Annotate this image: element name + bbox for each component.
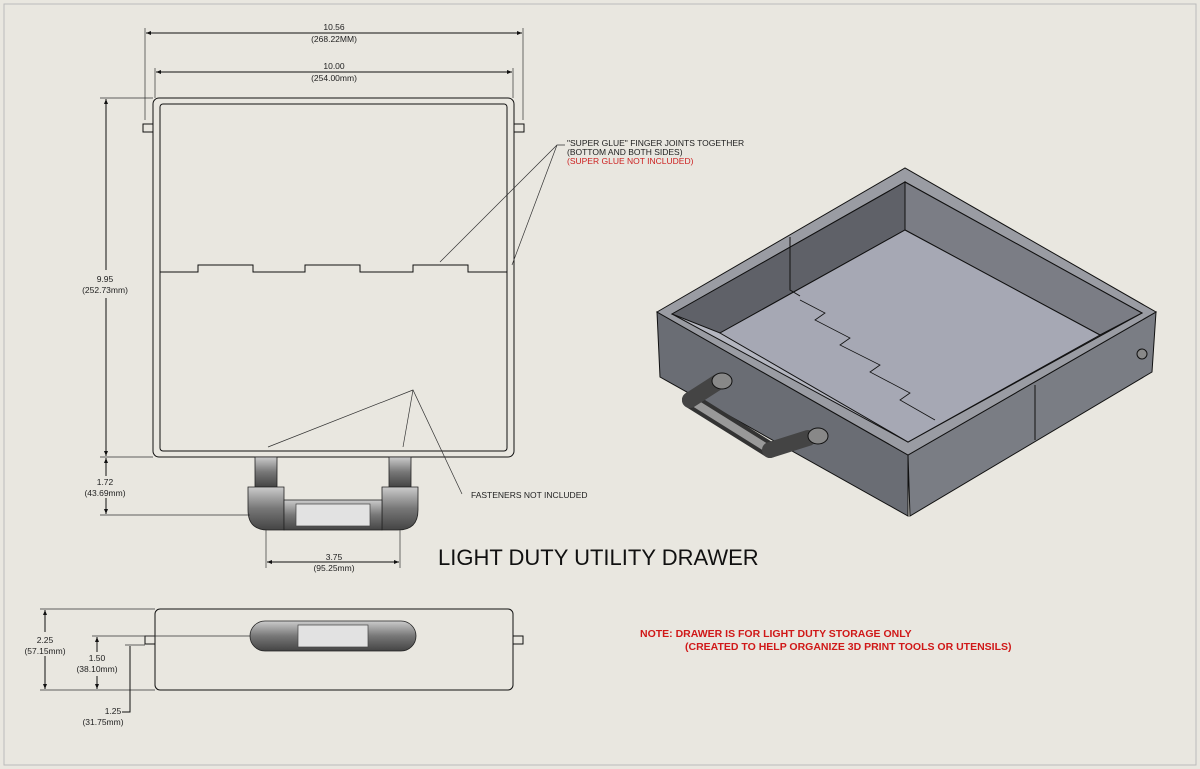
isometric-handle xyxy=(682,372,829,458)
isometric-view xyxy=(655,167,1158,517)
right-pin xyxy=(513,123,525,133)
dim-handle-projection-mm: (43.69mm) xyxy=(84,488,125,498)
glue-callout-line3: (SUPER GLUE NOT INCLUDED) xyxy=(567,156,694,166)
dim-pin-height: 1.25 xyxy=(105,706,122,716)
dim-handle-spacing-mm: (95.25mm) xyxy=(313,563,354,573)
dim-handle-height: 1.50 xyxy=(89,653,106,663)
dim-inner-width-mm: (254.00mm) xyxy=(311,73,357,83)
dim-overall-width-mm: (268.22MM) xyxy=(311,34,357,44)
dim-height-mm: (57.15mm) xyxy=(24,646,65,656)
finger-joint-line xyxy=(160,264,507,273)
dim-height: 2.25 xyxy=(37,635,54,645)
dim-inner-width: 10.00 xyxy=(323,61,345,71)
note-line2: (CREATED TO HELP ORGANIZE 3D PRINT TOOLS… xyxy=(685,641,1012,653)
dim-depth-mm: (252.73mm) xyxy=(82,285,128,295)
fasteners-callout: FASTENERS NOT INCLUDED xyxy=(471,490,588,500)
dim-handle-spacing: 3.75 xyxy=(326,552,343,562)
left-pin xyxy=(142,123,154,133)
top-view: 10.56 (268.22MM) 10.00 (254.00mm) 9.95 (… xyxy=(80,22,744,573)
dim-pin-height-mm: (31.75mm) xyxy=(82,717,123,727)
dim-depth: 9.95 xyxy=(97,274,114,284)
drawing-title: LIGHT DUTY UTILITY DRAWER xyxy=(438,545,759,570)
glue-callout-line2: (BOTTOM AND BOTH SIDES) xyxy=(567,147,683,157)
dim-overall-width: 10.56 xyxy=(323,22,345,32)
dim-handle-projection: 1.72 xyxy=(97,477,114,487)
handle-top-view xyxy=(247,456,419,531)
note-line1: NOTE: DRAWER IS FOR LIGHT DUTY STORAGE O… xyxy=(640,628,912,640)
dim-handle-height-mm: (38.10mm) xyxy=(76,664,117,674)
front-view: 2.25 (57.15mm) 1.50 (38.10mm) 1.25 (31.7… xyxy=(20,608,524,727)
glue-callout-line1: "SUPER GLUE" FINGER JOINTS TOGETHER xyxy=(567,138,744,148)
